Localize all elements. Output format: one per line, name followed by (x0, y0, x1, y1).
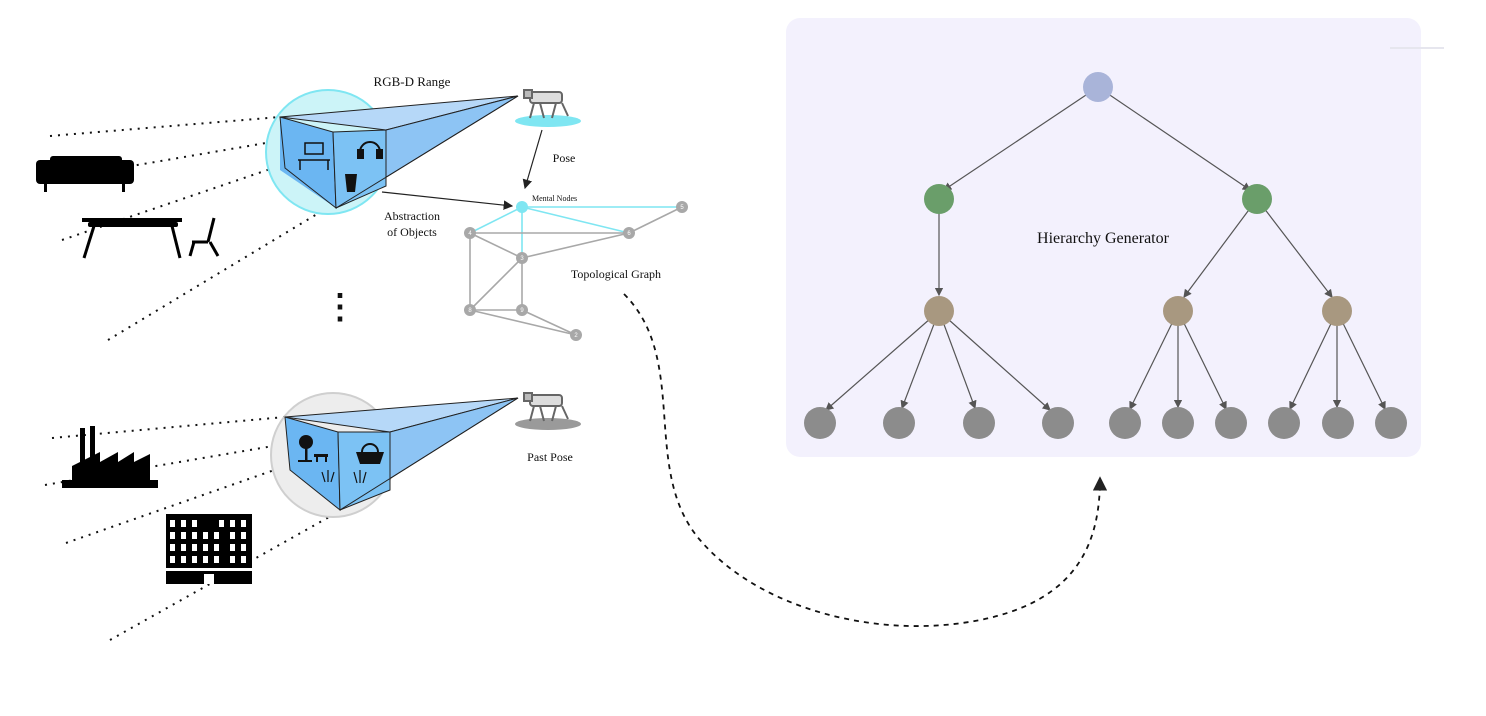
tree-root-node (1083, 72, 1113, 102)
upper-sight-lines (49, 116, 333, 341)
past-frustum (270, 392, 519, 518)
graph-node-label: 5 (680, 205, 684, 211)
graph-node (464, 227, 476, 239)
topological-graph: 5 4 6 3 8 9 2 (464, 201, 688, 341)
graph-node-label: 9 (520, 308, 524, 314)
graph-node (516, 304, 528, 316)
tree-leaf-node (1268, 407, 1300, 439)
tree-level2-node (1322, 296, 1352, 326)
tree-leaf-node (1042, 407, 1074, 439)
headphones-icon (357, 141, 383, 159)
tree-leaf-node (1109, 407, 1141, 439)
graph-node (464, 304, 476, 316)
tree-leaf-node (1215, 407, 1247, 439)
tree-level2-node (1163, 296, 1193, 326)
tree-level1-node (924, 184, 954, 214)
pose-arrow (522, 129, 543, 190)
basket-icon (353, 443, 384, 484)
hierarchy-tree: Hierarchy Generator (804, 72, 1407, 439)
graph-node-label: 3 (520, 256, 524, 262)
graph-node (570, 329, 582, 341)
pose-label: Pose (553, 151, 576, 165)
building-icon (166, 514, 252, 584)
desk-icon (298, 142, 330, 170)
tree-level1-node (1242, 184, 1272, 214)
graph-node (516, 252, 528, 264)
abstraction-label-line2: of Objects (387, 225, 437, 239)
rgbd-frustum (265, 89, 519, 215)
tree-leaf-node (1322, 407, 1354, 439)
tree-leaf-node (883, 407, 915, 439)
graph-node (676, 201, 688, 213)
graph-node-label: 6 (627, 231, 631, 237)
topological-graph-label: Topological Graph (571, 267, 661, 281)
flow-dashed-arrow (623, 293, 1108, 627)
factory-icon (62, 426, 158, 488)
tree-leaf-node (1375, 407, 1407, 439)
sofa-icon (36, 156, 134, 192)
rgbd-range-label: RGB-D Range (374, 74, 451, 89)
ellipsis-text: ⋮ (323, 289, 357, 326)
park-tree-icon (298, 435, 335, 483)
cup-icon (345, 174, 357, 192)
hierarchy-generator-label: Hierarchy Generator (1037, 230, 1170, 247)
mental-nodes-label: Mental Nodes (532, 194, 577, 203)
tree-level2-node (924, 296, 954, 326)
mental-node (516, 201, 528, 213)
graph-node-label: 4 (468, 231, 472, 237)
robot-current (515, 89, 581, 127)
past-pose-label: Past Pose (527, 450, 573, 464)
robot-past (515, 392, 581, 430)
abstraction-label-line1: Abstraction (384, 209, 440, 223)
tree-leaf-node (1162, 407, 1194, 439)
table-chair-icon (82, 217, 220, 259)
tree-leaf-node (804, 407, 836, 439)
graph-node-label: 2 (574, 333, 578, 339)
graph-node-label: 8 (468, 308, 472, 314)
tree-leaf-node (963, 407, 995, 439)
abstraction-arrow (381, 191, 514, 210)
graph-node (623, 227, 635, 239)
